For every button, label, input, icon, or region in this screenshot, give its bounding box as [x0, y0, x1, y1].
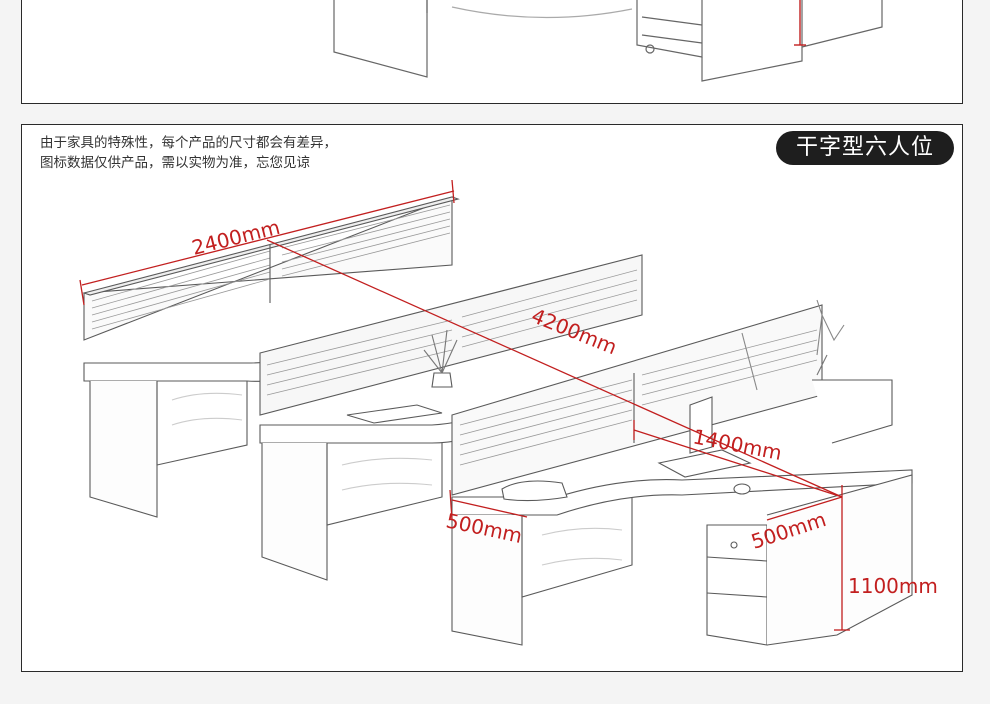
figurine	[816, 299, 845, 356]
dimension-lines	[79, 179, 850, 631]
laptop-front	[657, 449, 752, 478]
dim-height: 1100mm	[848, 574, 938, 598]
workstation-drawing: 2400mm 4200mm 1400mm 500mm 500mm 1100mm	[79, 179, 938, 646]
main-product-panel: 2400mm 4200mm 1400mm 500mm 500mm 1100mm …	[21, 124, 963, 672]
previous-desk-drawing	[333, 0, 883, 82]
layout-type-badge: 干字型六人位	[775, 131, 954, 165]
telephone	[501, 480, 568, 502]
disclaimer-line-2: 图标数据仅供产品，需以实物为准，忘您见谅	[40, 155, 310, 171]
disclaimer-note: 由于家具的特殊性，每个产品的尺寸都会有差异， 图标数据仅供产品，需以实物为准，忘…	[40, 133, 337, 173]
plant	[431, 372, 453, 388]
laptop-middle	[346, 404, 443, 424]
middle-screen	[259, 254, 643, 416]
disclaimer-line-1: 由于家具的特殊性，每个产品的尺寸都会有差异，	[40, 135, 337, 151]
previous-product-panel	[21, 0, 963, 104]
cup	[733, 483, 751, 495]
